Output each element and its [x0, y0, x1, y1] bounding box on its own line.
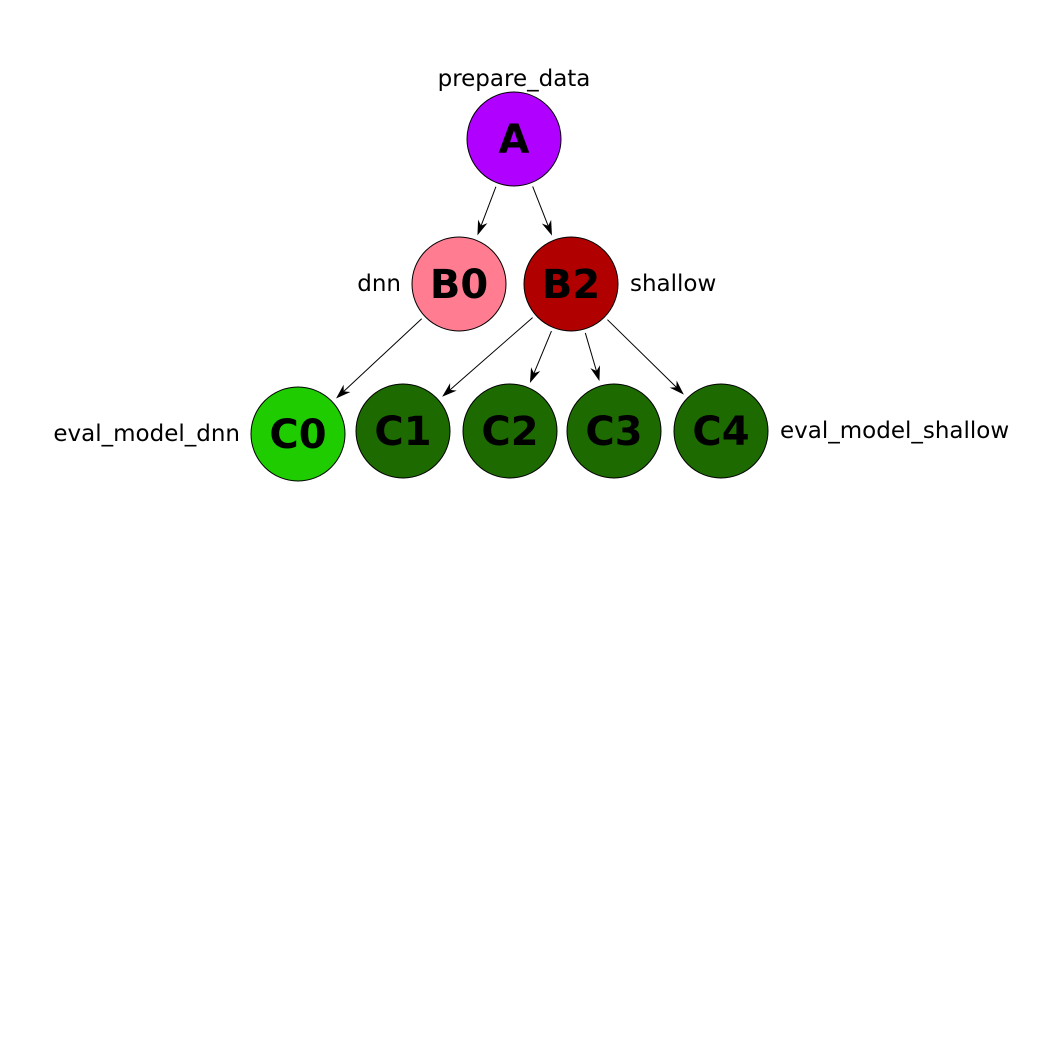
edge-line	[449, 317, 533, 391]
node-circle	[411, 236, 507, 332]
node-c3: C3	[566, 383, 662, 479]
node-label: shallow	[630, 271, 716, 297]
node-id-text: C4	[692, 409, 749, 455]
node-c0: C0 eval_model_dnn	[53, 386, 346, 482]
edge-A-B2	[532, 186, 552, 236]
node-b2: B2 shallow	[523, 236, 716, 332]
edge-A-B0	[477, 186, 497, 236]
edge-B0-C0	[336, 318, 423, 399]
node-c1: C1	[355, 383, 451, 479]
node-circle	[462, 383, 558, 479]
node-label: prepare_data	[438, 66, 591, 92]
arrowhead	[669, 380, 684, 395]
node-b0: B0 dnn	[357, 236, 507, 332]
edge-line	[533, 330, 552, 374]
node-circle	[673, 383, 769, 479]
arrowhead	[442, 383, 457, 397]
node-c2: C2	[462, 383, 558, 479]
arrowhead	[336, 384, 351, 399]
node-c4: C4 eval_model_shallow	[673, 383, 1009, 479]
node-circle	[250, 386, 346, 482]
node-label: dnn	[357, 271, 401, 297]
node-circle	[466, 91, 562, 187]
arrowhead	[477, 219, 488, 236]
arrowhead	[590, 365, 600, 382]
node-circle	[566, 383, 662, 479]
edge-B2-C2	[529, 330, 552, 383]
node-circle	[523, 236, 619, 332]
node-id-text: C3	[585, 409, 642, 455]
arrowhead	[529, 367, 541, 383]
edge-line	[607, 319, 677, 388]
node-id-text: B0	[430, 262, 488, 308]
node-label: eval_model_shallow	[780, 418, 1009, 444]
node-circle	[355, 383, 451, 479]
edge-line	[480, 186, 497, 226]
node-id-text: C2	[481, 409, 538, 455]
edge-B2-C4	[607, 319, 684, 395]
edge-line	[532, 186, 549, 227]
node-id-text: A	[499, 117, 530, 163]
edges-layer	[336, 186, 684, 399]
edge-B2-C3	[584, 332, 600, 382]
node-id-text: C1	[374, 409, 431, 455]
node-id-text: B2	[542, 262, 600, 308]
edge-line	[584, 332, 597, 372]
node-label: eval_model_dnn	[53, 421, 240, 447]
edge-B2-C1	[442, 317, 533, 397]
arrowhead	[541, 219, 552, 236]
node-id-text: C0	[269, 412, 326, 458]
edge-line	[343, 318, 423, 392]
